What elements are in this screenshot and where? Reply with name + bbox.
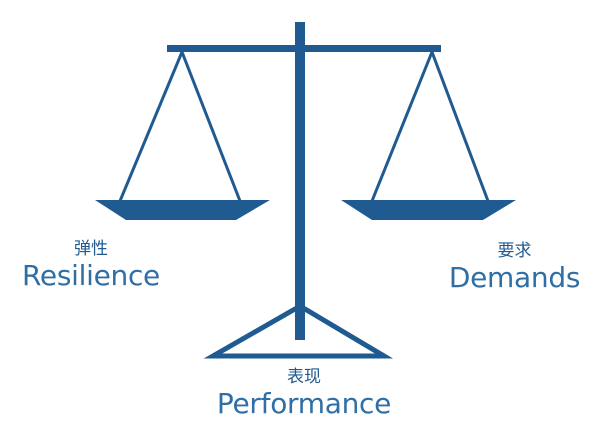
left-pan [95,200,270,220]
performance-label: 表现 Performance [198,369,410,418]
demands-label: 要求 Demands [432,243,597,292]
performance-label-en: Performance [216,387,392,420]
demands-label-en: Demands [448,261,581,294]
left-pan-string [118,51,184,202]
resilience-label-zh: 弹性 [74,239,108,259]
right-pan-string [430,51,490,202]
scale-base [203,306,394,359]
performance-label-zh: 表现 [287,367,321,387]
scale-pillar [295,22,305,340]
demands-label-zh: 要求 [497,241,532,261]
resilience-label: 弹性 Resilience [6,241,176,290]
right-pan [341,200,516,220]
resilience-label-en: Resilience [22,259,160,292]
right-pan-string [370,51,434,202]
left-pan-string [180,51,242,202]
